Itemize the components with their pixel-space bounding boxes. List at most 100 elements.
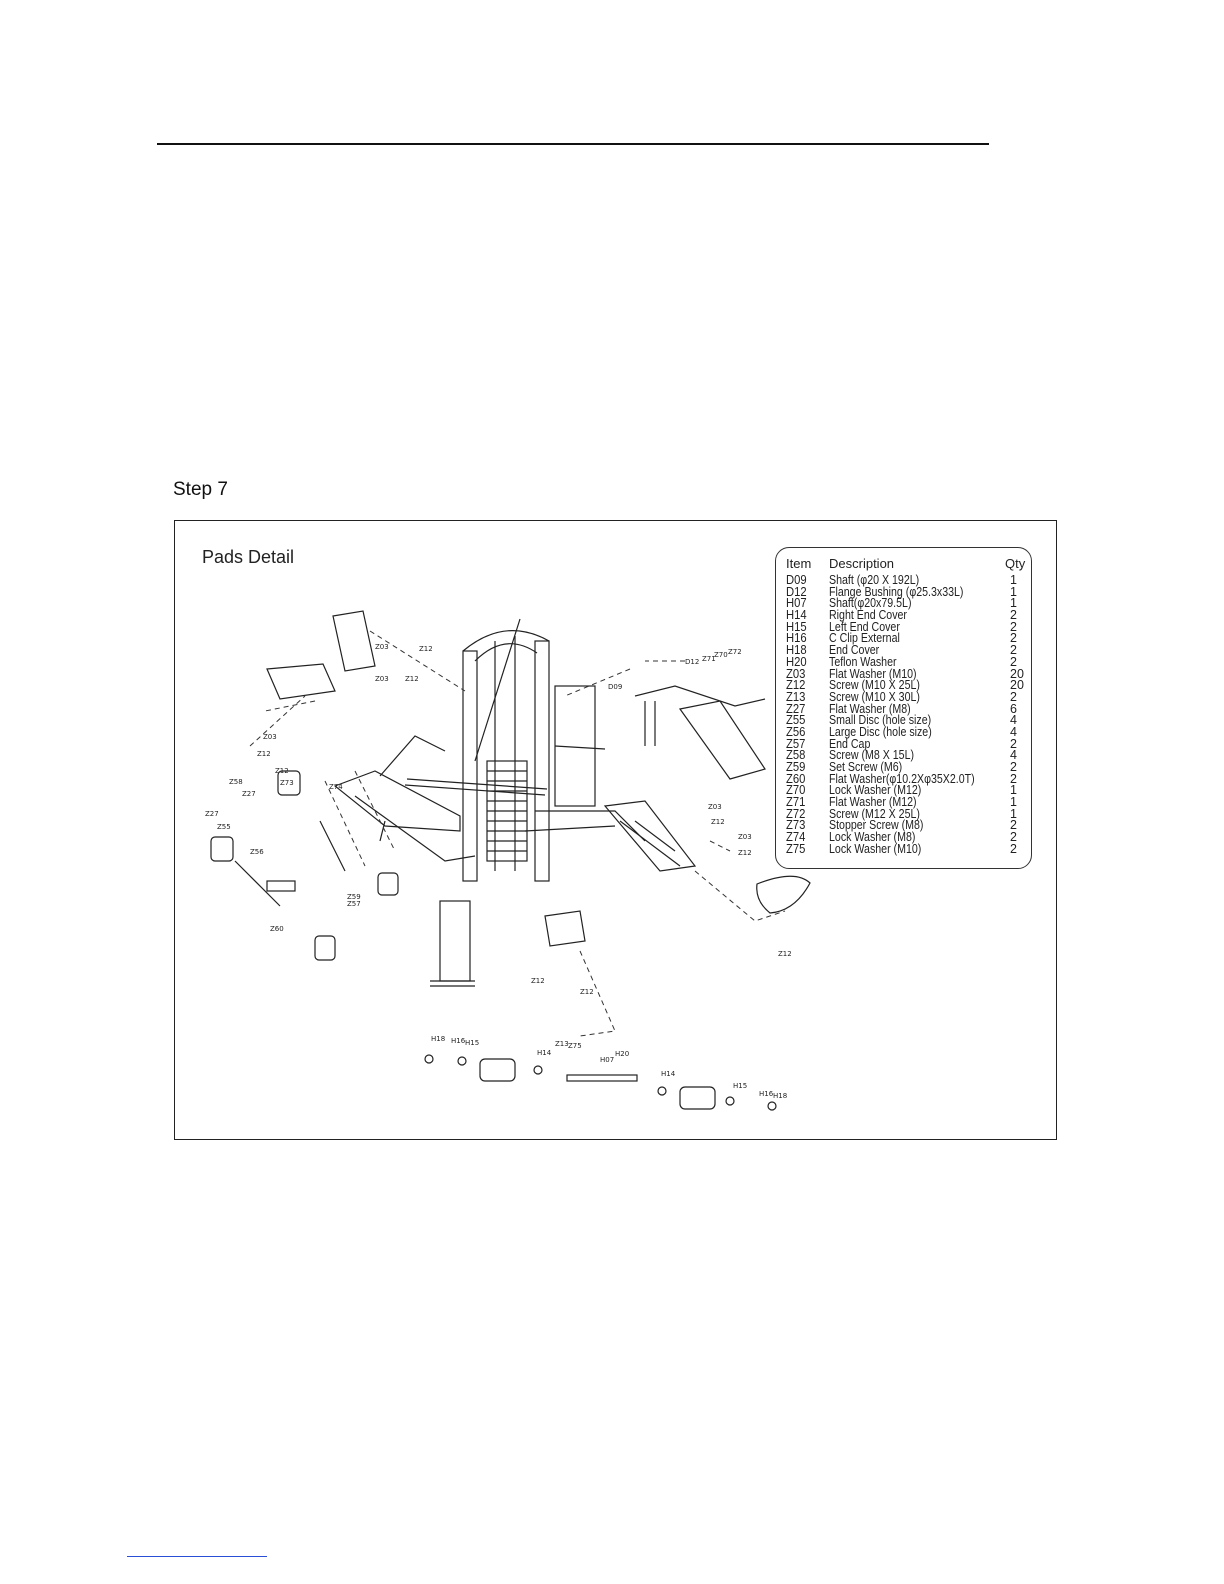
- leg-rollers-left: [210, 770, 399, 961]
- callout-label: Z60: [270, 925, 284, 933]
- header-rule: [157, 143, 989, 145]
- callout-label: Z27: [205, 810, 219, 818]
- callout-label: H15: [465, 1039, 479, 1047]
- press-arm-station: [524, 685, 646, 842]
- part-description: Large Disc (hole size): [829, 724, 932, 739]
- leader-lines: [249, 630, 786, 1037]
- part-item-code: Z27: [786, 701, 806, 716]
- part-item-code: Z59: [786, 760, 806, 774]
- part-item-code: H16: [786, 631, 807, 646]
- part-qty: 2: [1010, 736, 1017, 751]
- part-description: Right End Cover: [829, 608, 907, 623]
- callout-label: Z75: [568, 1042, 582, 1050]
- part-item-code: H15: [786, 619, 807, 634]
- part-description: Screw (M10 X 30L): [829, 689, 920, 704]
- back-pad: [332, 610, 376, 672]
- callout-label: Z03: [708, 803, 722, 811]
- part-qty: 4: [1010, 724, 1017, 739]
- part-description: Set Screw (M6): [829, 760, 903, 774]
- parts-row: Z60 Flat Washer(φ10.2Xφ35X2.0T) 2: [786, 771, 1026, 786]
- part-description: Stopper Screw (M8): [829, 818, 924, 833]
- part-description: Flat Washer(φ10.2Xφ35X2.0T): [829, 771, 975, 786]
- part-qty: 20: [1010, 678, 1024, 693]
- callout-label: H14: [661, 1070, 676, 1078]
- callout-label: H15: [733, 1082, 747, 1090]
- callout-labels: Z03 Z12 Z03 Z12 Z03 Z12 Z12 Z73 Z74 Z27 …: [205, 643, 792, 1100]
- callout-label: Z72: [728, 648, 742, 656]
- part-description: Shaft(φ20x79.5L): [829, 596, 912, 611]
- part-description: Screw (M10 X 25L): [829, 678, 920, 693]
- part-qty: 2: [1010, 643, 1017, 658]
- part-qty: 4: [1010, 713, 1017, 728]
- part-qty: 2: [1010, 631, 1017, 646]
- parts-header-qty: Qty: [1005, 556, 1026, 571]
- callout-label: Z12: [419, 645, 433, 653]
- part-item-code: Z57: [786, 736, 806, 751]
- part-description: Screw (M8 X 15L): [829, 748, 915, 763]
- callout-label: Z12: [738, 849, 752, 857]
- part-item-code: Z74: [786, 830, 806, 845]
- part-item-code: Z13: [786, 689, 806, 704]
- callout-label: Z12: [778, 950, 792, 958]
- callout-label: H16: [759, 1090, 774, 1098]
- callout-label: H07: [600, 1056, 614, 1064]
- part-qty: 4: [1010, 748, 1017, 763]
- part-qty: 2: [1010, 771, 1017, 786]
- part-qty: 1: [1010, 806, 1017, 821]
- callout-label: Z73: [280, 779, 294, 787]
- part-description: Lock Washer (M8): [829, 830, 916, 845]
- callout-label: Z13: [555, 1040, 569, 1048]
- part-description: Screw (M12 X 25L): [829, 806, 920, 821]
- bottom-roller-assembly: [424, 1054, 777, 1111]
- part-qty: 1: [1010, 795, 1017, 810]
- part-item-code: D12: [786, 584, 807, 599]
- callout-label: Z74: [329, 783, 343, 791]
- callout-label: Z12: [275, 767, 289, 775]
- part-description: Lock Washer (M10): [829, 841, 922, 856]
- figure-title: Pads Detail: [202, 547, 295, 567]
- part-description: End Cap: [829, 736, 871, 751]
- part-qty: 2: [1010, 818, 1017, 833]
- part-item-code: H07: [786, 596, 807, 611]
- part-qty: 1: [1010, 783, 1017, 798]
- parts-row: D12 Flange Bushing (φ25.3x33L) 1: [786, 584, 1026, 599]
- left-station-frame: [333, 735, 476, 862]
- parts-row: Z57 End Cap 2: [786, 736, 1026, 751]
- part-qty: 2: [1010, 654, 1017, 669]
- part-item-code: Z73: [786, 818, 806, 833]
- part-qty: 6: [1010, 701, 1017, 716]
- part-item-code: H20: [786, 654, 807, 669]
- callout-label: Z03: [263, 733, 277, 741]
- part-description: Flange Bushing (φ25.3x33L): [829, 584, 964, 599]
- seat-pad: [544, 910, 586, 947]
- part-qty: 2: [1010, 619, 1017, 634]
- part-description: Flat Washer (M12): [829, 795, 917, 810]
- callout-label: Z03: [738, 833, 752, 841]
- part-qty: 1: [1010, 573, 1017, 587]
- part-item-code: Z75: [786, 841, 806, 856]
- parts-header-item: Item: [786, 556, 812, 571]
- part-qty: 1: [1010, 584, 1017, 599]
- part-item-code: Z60: [786, 771, 806, 786]
- callout-label: H18: [773, 1092, 787, 1100]
- part-item-code: Z12: [786, 678, 806, 693]
- callout-label: H14: [537, 1049, 552, 1057]
- callout-label: Z12: [257, 750, 271, 758]
